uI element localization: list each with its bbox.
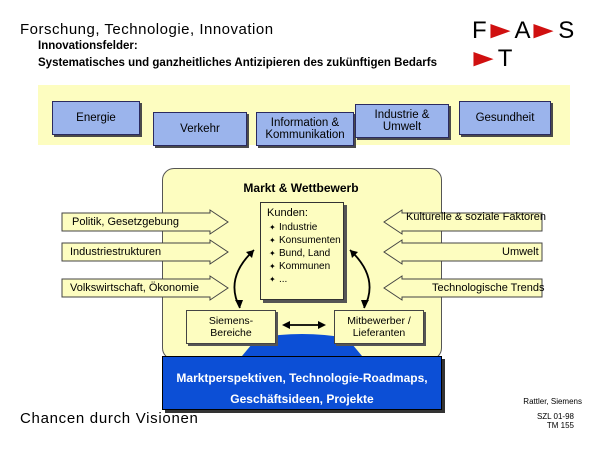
factor-technologische-trends: Technologische Trends <box>432 282 545 294</box>
curved-arrow-left <box>233 249 255 309</box>
logo-letter: F <box>472 17 489 44</box>
bullet-icon: ✦ <box>269 262 276 271</box>
competitors-suppliers-box: Mitbewerber /Lieferanten <box>334 310 424 344</box>
author-credit: Rattler, Siemens <box>523 397 582 406</box>
reference-code: SZL 01-98 <box>536 412 574 421</box>
market-title: Markt & Wettbewerb <box>243 181 359 195</box>
field-industrie-umwelt: Industrie &Umwelt <box>355 104 449 138</box>
curved-arrow-right <box>349 249 371 309</box>
logo-separator-icon: ► <box>483 17 520 44</box>
factor-politik: Politik, Gesetzgebung <box>72 216 180 228</box>
logo-letter: S <box>558 17 577 44</box>
list-item: ✦Kommunen <box>269 261 331 272</box>
result-box: Marktperspektiven, Technologie-Roadmaps,… <box>162 356 442 410</box>
field-verkehr: Verkehr <box>153 112 247 146</box>
bullet-icon: ✦ <box>269 223 276 232</box>
arrow-shape <box>61 209 229 235</box>
list-item: ✦... <box>269 274 288 285</box>
page-title: Forschung, Technologie, Innovation <box>20 21 274 38</box>
field-energie: Energie <box>52 101 140 135</box>
arrow-shape <box>383 275 543 301</box>
factor-industriestrukturen: Industriestrukturen <box>70 246 162 258</box>
bullet-icon: ✦ <box>269 275 276 284</box>
slogan: Chancen durch Visionen <box>20 410 199 427</box>
subtitle-description: Systematisches und ganzheitliches Antizi… <box>38 57 437 69</box>
list-item: ✦Bund, Land <box>269 248 331 259</box>
list-item: ✦Konsumenten <box>269 235 341 246</box>
arrow-shape <box>61 239 229 265</box>
customers-heading: Kunden: <box>267 207 308 219</box>
arrow-shape <box>61 275 229 301</box>
logo-letter: T <box>497 45 515 72</box>
subtitle-innovation-fields: Innovationsfelder: <box>38 40 138 52</box>
logo-separator-icon: ► <box>466 45 503 72</box>
factor-umwelt: Umwelt <box>502 246 539 258</box>
siemens-divisions-box: Siemens-Bereiche <box>186 310 276 344</box>
customers-box: Kunden: ✦Industrie ✦Konsumenten ✦Bund, L… <box>260 202 344 300</box>
field-gesundheit: Gesundheit <box>459 101 551 135</box>
arrow-shape <box>383 239 543 265</box>
factor-kulturelle-soziale: Kulturelle & soziale Faktoren <box>406 211 547 223</box>
list-item: ✦Industrie <box>269 222 318 233</box>
arrow-shape <box>383 209 543 235</box>
logo-letter: A <box>514 17 533 44</box>
field-information-kommunikation: Information &Kommunikation <box>256 112 354 146</box>
logo-separator-icon: ► <box>527 17 564 44</box>
bullet-icon: ✦ <box>269 249 276 258</box>
right-factor-arrows <box>383 209 543 301</box>
bullet-icon: ✦ <box>269 236 276 245</box>
left-factor-arrows <box>61 209 229 301</box>
fast-logo: F►A►S►T <box>467 17 600 73</box>
factor-volkswirtschaft: Volkswirtschaft, Ökonomie <box>70 282 199 294</box>
reference-number: TM 155 <box>546 421 574 430</box>
